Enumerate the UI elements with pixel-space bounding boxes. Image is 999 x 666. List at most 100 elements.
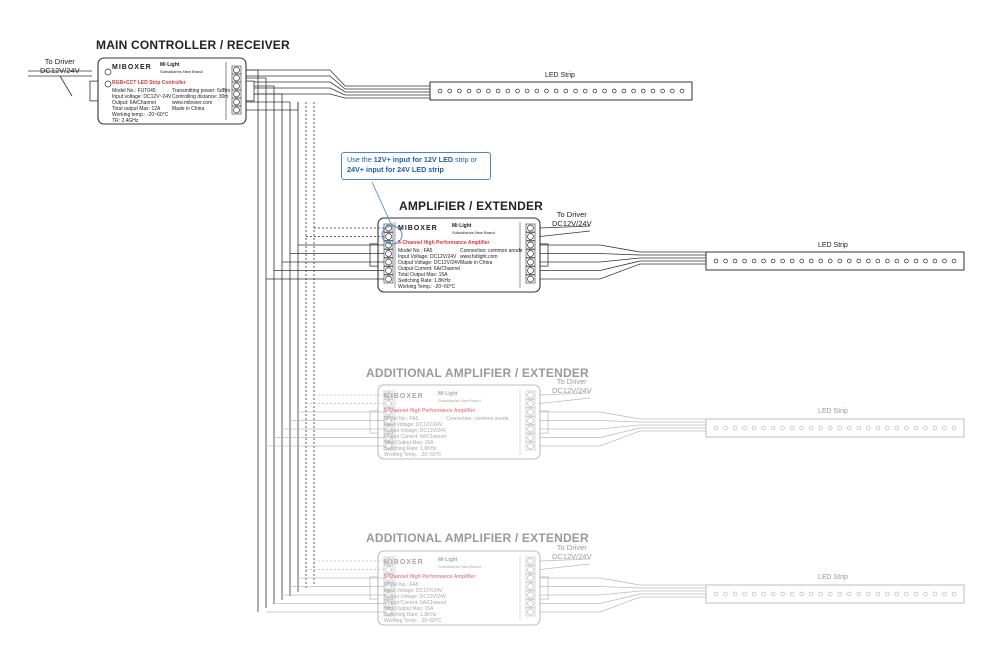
amplifier-out-terminal	[527, 267, 534, 274]
led-strip-add2-led	[847, 591, 852, 597]
additional-amplifier-1-in-terminal	[385, 434, 392, 441]
led-strip-add1-led	[894, 425, 900, 431]
amplifier-in-terminal	[385, 233, 392, 240]
additional-amplifier-2-driver-wire	[539, 563, 591, 570]
led-strip-add2-led	[751, 591, 757, 597]
led-strip-amp-led	[723, 258, 728, 264]
driver-label-main: To Driver DC12V/24V	[40, 57, 80, 75]
additional-amplifier-1-strip-wire	[540, 427, 706, 438]
additional-amplifier-1-out-terminal	[527, 434, 534, 441]
led-strip-main	[429, 81, 693, 101]
led-strip-amp-led	[799, 258, 804, 264]
led-strip-amp-led	[932, 258, 938, 264]
additional-amplifier-1-strip-wire	[540, 420, 706, 423]
note-pointer	[371, 181, 393, 227]
additional-amplifier-2-driver-wire	[539, 558, 591, 562]
driver-label-amp: To Driver DC12V/24V	[552, 210, 592, 228]
additional-amplifier-1-strip-wire	[540, 424, 706, 430]
led-strip-amp-led	[761, 258, 766, 264]
amplifier-out-terminal	[527, 250, 534, 257]
amplifier-driver-wire	[539, 225, 591, 229]
led-strip-add2-led	[885, 591, 890, 597]
led-strip-amp-led	[913, 258, 919, 264]
led-strip-main-led	[466, 88, 472, 94]
additional-amplifier-2-body	[377, 550, 541, 626]
led-strip-add2-led	[827, 591, 833, 597]
controller-terminal	[233, 90, 240, 98]
amplifier-in-terminal	[385, 258, 392, 266]
strip-wire	[246, 87, 430, 96]
strip-wire	[246, 81, 430, 93]
led-strip-add1-led	[932, 425, 938, 431]
led-strip-add2-led	[904, 591, 909, 597]
controller-button	[104, 68, 112, 76]
additional-amplifier-1-out-terminal	[527, 400, 534, 407]
led-strip-amp-led	[713, 258, 719, 264]
additional-amplifier-1-in-terminal	[385, 417, 392, 424]
led-strip-add2-led	[780, 591, 785, 597]
led-strip-main-led	[621, 88, 627, 94]
led-strip-amp-led	[951, 258, 957, 264]
amplifier-out-terminal	[527, 275, 534, 283]
voltage-note: Use the 12V+ input for 12V LED strip or …	[341, 152, 491, 180]
led-strip-main-led	[573, 88, 578, 94]
led-strip-main-led	[679, 88, 685, 94]
amplifier-strip-wire	[540, 253, 706, 256]
led-strip-add1-led	[866, 425, 871, 431]
amplifier-out-terminal	[527, 224, 534, 232]
additional-amplifier-2-out-terminal	[527, 591, 534, 599]
led-strip-add1-led	[923, 425, 928, 431]
led-strip-add1-led	[885, 425, 890, 431]
led-strip-add1-led	[732, 425, 738, 431]
controller-terminal	[233, 82, 240, 90]
led-strip-amp-led	[885, 258, 890, 264]
additional-amplifier-1-in-terminal	[385, 425, 392, 433]
main-controller-body	[97, 57, 247, 125]
controller-terminal	[233, 74, 240, 82]
led-strip-add2-led	[913, 591, 919, 597]
controller-terminal	[233, 66, 240, 74]
amplifier-driver-wire	[539, 230, 591, 237]
led-strip-add1-led	[808, 425, 814, 431]
led-strip-add2-led	[951, 591, 957, 597]
title-additional-amplifier-1: ADDITIONAL AMPLIFIER / EXTENDER	[366, 366, 589, 380]
additional-amplifier-1-out-terminal	[527, 408, 534, 416]
led-strip-amp-led	[770, 258, 776, 264]
led-strip-main-led	[486, 88, 491, 94]
title-main-controller: MAIN CONTROLLER / RECEIVER	[96, 38, 290, 52]
led-strip-add1-led	[780, 425, 785, 431]
additional-amplifier-2-out-terminal	[527, 608, 534, 616]
additional-amplifier-1-strip-wire	[540, 430, 706, 447]
amplifier-in-terminal	[385, 267, 392, 274]
led-strip-main-led	[524, 88, 530, 94]
driver-label-add2: To Driver DC12V/24V	[552, 543, 592, 561]
additional-amplifier-1-driver-wire	[539, 397, 591, 404]
additional-amplifier-1-out-terminal	[527, 391, 534, 399]
led-strip-add2-led	[808, 591, 814, 597]
led-strip-main-led	[670, 88, 675, 94]
led-strip-amp	[705, 251, 965, 271]
additional-amplifier-1-body	[377, 384, 541, 460]
additional-amplifier-2-in-terminal	[385, 566, 392, 573]
led-strip-amp-led	[789, 258, 795, 264]
led-strip-add2-led	[789, 591, 795, 597]
led-strip-add2-led	[799, 591, 804, 597]
additional-amplifier-1-in-terminal	[385, 400, 392, 407]
strip-wire	[246, 93, 430, 99]
led-strip-add2-led	[837, 591, 843, 597]
led-strip-add1-led	[799, 425, 804, 431]
led-strip-amp-led	[742, 258, 747, 264]
led-strip-amp-led	[732, 258, 738, 264]
amplifier-strip-wire	[540, 263, 706, 280]
additional-amplifier-2-in-terminal	[385, 608, 392, 616]
led-strip-add1-led	[942, 425, 947, 431]
amplifier-strip-wire	[540, 244, 706, 253]
led-strip-amp-led	[827, 258, 833, 264]
led-strip-add1-led	[913, 425, 919, 431]
controller-terminal	[233, 106, 240, 114]
additional-amplifier-2-strip-wire	[540, 590, 706, 596]
additional-amplifier-1-out-terminal	[527, 425, 534, 433]
strip-label-add1: LED Strip	[818, 408, 848, 415]
amplifier-out-terminal	[527, 258, 534, 266]
